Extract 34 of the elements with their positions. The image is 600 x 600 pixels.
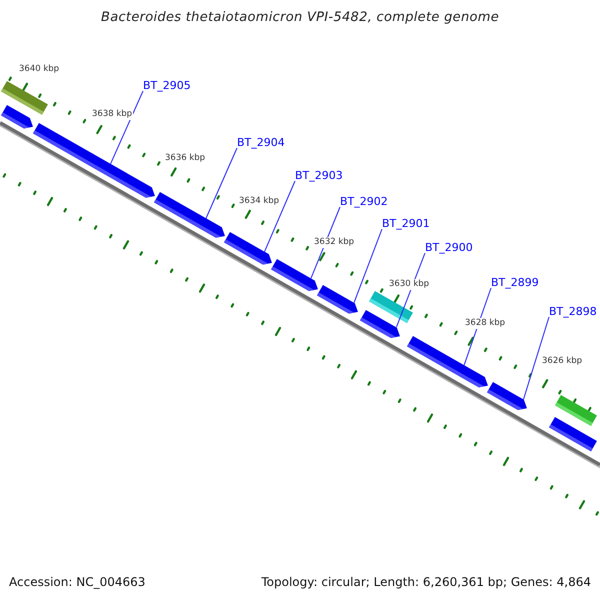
leader-line xyxy=(353,228,382,304)
scale-label: 3632 kbp xyxy=(313,237,356,248)
gene-label: BT_2900 xyxy=(425,241,473,254)
leader-line xyxy=(110,90,144,165)
scale-label: 3628 kbp xyxy=(464,318,506,329)
scale-label: 3636 kbp xyxy=(164,153,206,164)
gene-feature xyxy=(360,310,400,338)
gene-feature xyxy=(1,105,33,129)
footer-text: Accession: NC_004663 xyxy=(9,575,146,590)
leader-line xyxy=(264,180,296,252)
gene-label: BT_2904 xyxy=(237,136,285,149)
scale-label: 3638 kbp xyxy=(91,109,134,120)
gene-label: BT_2902 xyxy=(340,195,388,208)
scale-label: 3630 kbp xyxy=(388,279,430,290)
scale-label: 3634 kbp xyxy=(238,196,280,207)
gene-feature xyxy=(271,258,318,291)
leader-line xyxy=(205,148,238,219)
gene-feature xyxy=(317,285,358,314)
gene-feature xyxy=(487,382,527,410)
gene-label: BT_2898 xyxy=(549,305,597,318)
gene-label: BT_2903 xyxy=(295,169,343,182)
title: Bacteroides thetaiotaomicron VPI-5482, complete genome xyxy=(100,10,500,25)
scale-label: 3640 kbp xyxy=(18,64,60,75)
gene-feature xyxy=(154,192,225,238)
leader-line xyxy=(522,316,550,400)
gene-label: BT_2905 xyxy=(143,79,191,92)
gene-label: BT_2899 xyxy=(491,276,539,289)
gene-label: BT_2901 xyxy=(382,217,430,230)
scale-label: 3626 kbp xyxy=(541,356,584,367)
gene-feature xyxy=(224,232,272,265)
footer-text: Topology: circular; Length: 6,260,361 bp; Genes: 4,864 xyxy=(261,575,591,590)
gene-segment xyxy=(549,417,597,452)
gene-feature xyxy=(33,123,155,198)
gene-feature xyxy=(407,336,488,388)
